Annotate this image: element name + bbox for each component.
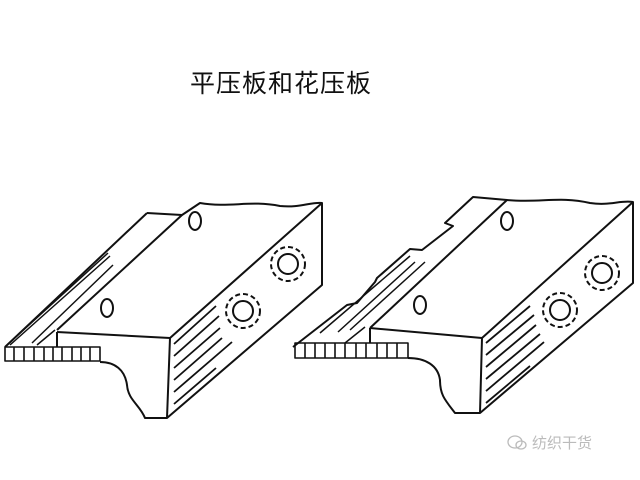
flat-pressure-plate-figure: [4, 201, 323, 419]
hole: [100, 298, 114, 318]
wechat-bubble-icon: [507, 434, 527, 450]
hole: [188, 211, 202, 231]
watermark-text: 纺织干货: [532, 434, 593, 452]
comb-teeth: [294, 342, 409, 359]
patterned-pressure-plate-figure: [292, 196, 634, 414]
hole: [413, 295, 427, 315]
hole: [500, 211, 514, 231]
watermark: 纺织干货: [506, 432, 592, 453]
comb-teeth: [4, 346, 101, 362]
diagram-title: 平压板和花压板: [190, 69, 373, 98]
